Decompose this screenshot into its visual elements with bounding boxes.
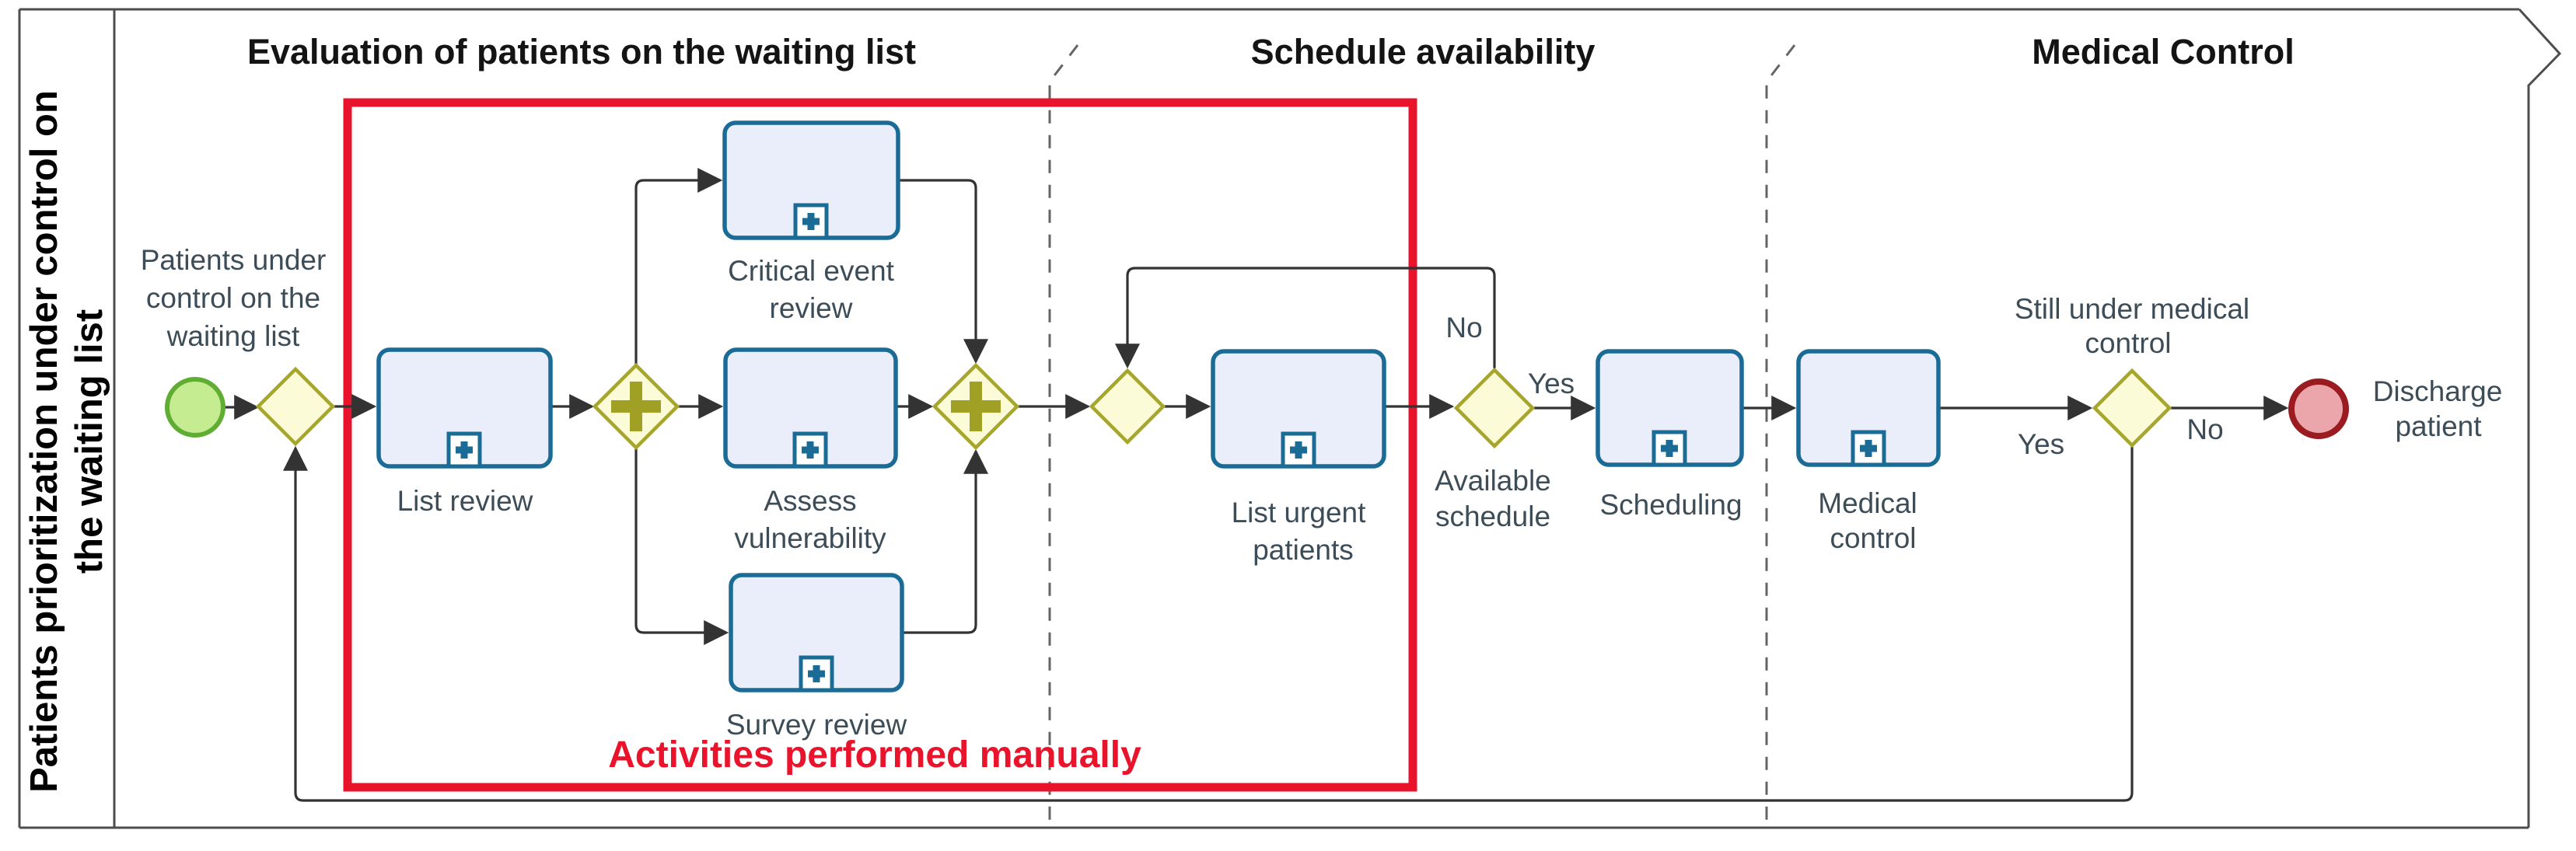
survey-review-label: Survey review [725, 709, 907, 741]
plus-icon-critical-event-review [802, 213, 820, 230]
lane-label: Patients prioritization under control on… [22, 90, 112, 793]
plus-icon-list-review [456, 441, 473, 459]
assess-vulnerability-label-line-1: Assess [764, 485, 857, 517]
manual-activities-annotation-text: Activities performed manually [608, 734, 1141, 776]
lane-label-line-1: Patients prioritization under control on [23, 90, 65, 793]
still-under-medical-control-label-line-1: Still under medical [2014, 293, 2250, 325]
start-event-label-line-3: waiting list [166, 320, 300, 352]
medical-control-label-line-1: Medical [1818, 487, 1917, 519]
discharge-patient-label-line-2: patient [2395, 410, 2482, 442]
phase-separator-2 [1765, 44, 1796, 828]
still-under-no-label: No [2186, 413, 2224, 445]
discharge-patient-label-line-1: Discharge [2372, 375, 2503, 407]
still-under-yes-label: Yes [2017, 428, 2065, 460]
pool [18, 8, 2562, 829]
manual-activities-annotation-box [343, 98, 1417, 792]
tasks [376, 120, 1941, 692]
still-under-medical-control-label-line-2: control [2085, 327, 2172, 359]
plus-icon-survey-review [808, 665, 825, 682]
gateway-available-schedule [1453, 367, 1536, 449]
gateway-still-under-medical-control [2092, 368, 2172, 448]
end-event [2288, 378, 2349, 439]
available-schedule-label-line-1: Available [1435, 465, 1551, 497]
phase-heading-evaluation: Evaluation of patients on the waiting li… [246, 32, 917, 71]
start-event-label-line-2: control on the [145, 282, 321, 314]
phase-heading-medical-control: Medical Control [2032, 32, 2295, 71]
list-urgent-patients-label-line-2: patients [1253, 534, 1354, 566]
flow-available-no-loop [1115, 267, 1496, 369]
flow-survey-to-join [904, 448, 988, 634]
available-schedule-label-line-2: schedule [1435, 500, 1551, 532]
start-event-label-line-1: Patients under [140, 244, 327, 276]
flow-split-to-critical [634, 168, 723, 365]
assess-vulnerability-label-line-2: vulnerability [734, 522, 886, 554]
plus-icon-medical-control [1860, 440, 1877, 457]
flow-critical-to-join [898, 179, 988, 364]
critical-event-review-label-line-1: Critical event [728, 255, 894, 287]
flow-still-yes-loopback [283, 445, 2134, 802]
lane-label-line-2: the waiting list [68, 309, 110, 574]
parallel-split-cross-icon [611, 382, 661, 431]
list-review-label: List review [397, 485, 533, 517]
scheduling-label: Scheduling [1599, 489, 1742, 521]
phase-separator-1 [1048, 44, 1079, 828]
plus-icon-assess-vulnerability [802, 441, 819, 459]
flow-split-to-survey [634, 448, 729, 645]
available-schedule-yes-label: Yes [1527, 368, 1575, 399]
exclusive-gateway-initial [255, 366, 336, 447]
critical-event-review-label-line-2: review [769, 292, 853, 324]
sequence-flows [223, 168, 2289, 802]
pool-right-chevron-border [2518, 8, 2562, 828]
available-schedule-no-label: No [1445, 312, 1483, 344]
list-urgent-patients-label-line-1: List urgent [1231, 497, 1366, 528]
exclusive-gateway-merge [1089, 368, 1166, 445]
medical-control-label-line-2: control [1830, 522, 1917, 554]
plus-icon-scheduling [1661, 440, 1678, 457]
parallel-join-cross-icon [951, 382, 1001, 431]
start-event [165, 377, 225, 438]
gateways [255, 362, 2172, 451]
plus-icon-list-urgent-patients [1290, 441, 1307, 459]
phase-heading-schedule-availability: Schedule availability [1250, 32, 1596, 71]
subprocess-marker-list-review [446, 431, 482, 469]
